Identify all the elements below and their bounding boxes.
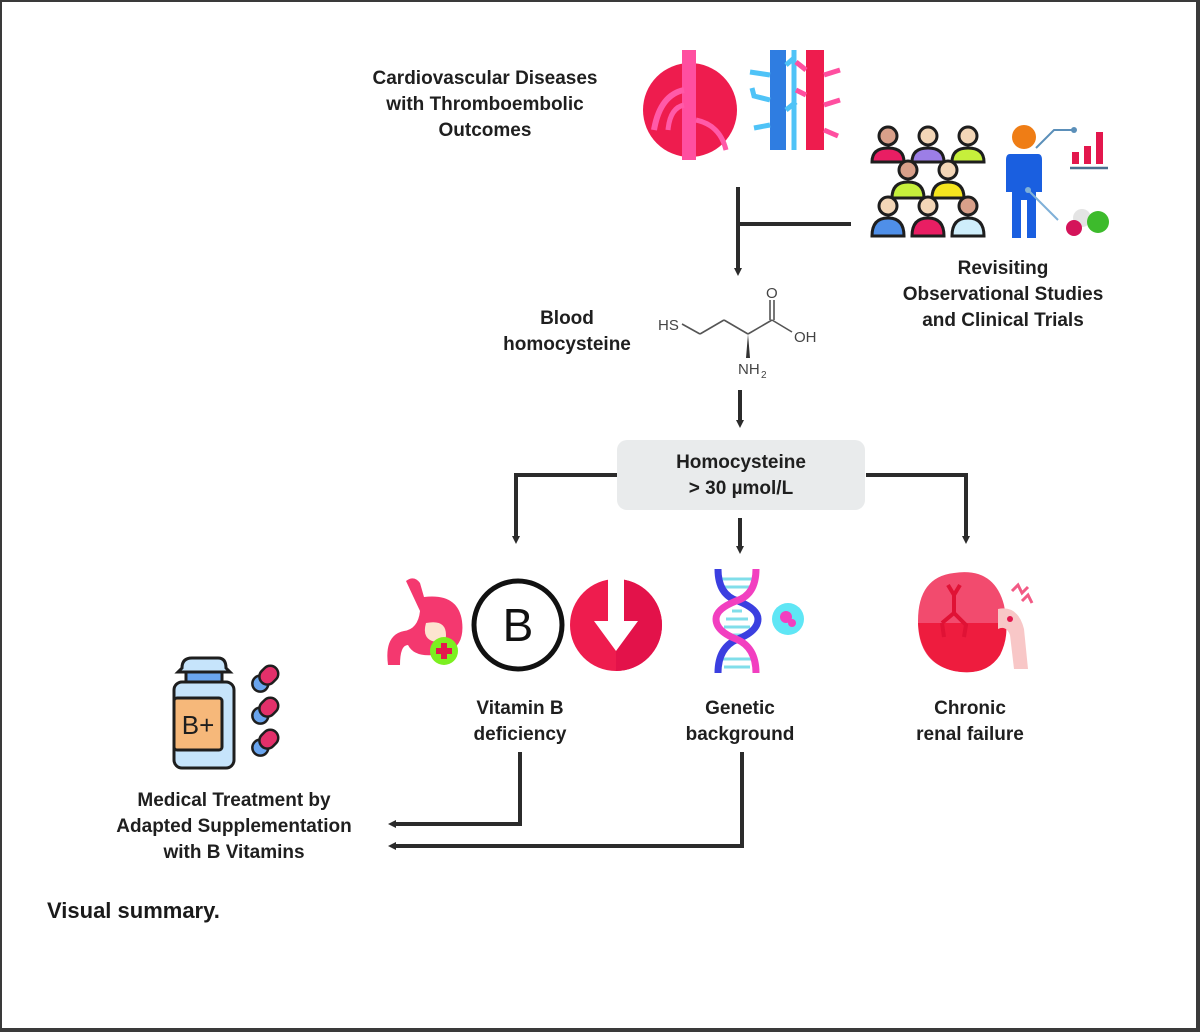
treatment-label-line: Medical Treatment by xyxy=(137,790,331,811)
stomach-icon xyxy=(387,578,463,665)
threshold-label: Homocysteine > 30 µmol/L xyxy=(617,440,865,502)
vitamin-b-label-line: Vitamin B xyxy=(476,698,564,719)
molecule-o-label: O xyxy=(766,285,778,302)
homocysteine-molecule-icon: HS O OH NH 2 xyxy=(658,285,817,381)
threshold-label-line: Homocysteine xyxy=(676,452,806,473)
vitamin-b-letter: B xyxy=(503,599,534,651)
arrow-box-to-vitamin-b xyxy=(512,473,617,544)
blood-homocysteine-label: Blood homocysteine xyxy=(486,306,648,358)
arrow-genetic-to-treatment xyxy=(388,752,744,850)
blood-homocysteine-line: Blood xyxy=(540,308,594,329)
arrow-box-to-renal xyxy=(866,473,970,544)
vitamin-b-label-line: deficiency xyxy=(473,724,567,745)
cvd-label-line: Outcomes xyxy=(438,120,532,141)
treatment-label-line: with B Vitamins xyxy=(163,842,305,863)
people-group-icon xyxy=(870,125,986,238)
veins-arteries-icon xyxy=(749,50,841,150)
figure-caption: Visual summary. xyxy=(47,898,220,923)
studies-label-line: Observational Studies xyxy=(902,284,1104,305)
renal-label-line: renal failure xyxy=(916,724,1024,745)
blood-vessel-circle-icon xyxy=(643,50,737,160)
molecule-sh-label: HS xyxy=(658,317,679,334)
renal-failure-label: Chronic renal failure xyxy=(880,696,1060,748)
cvd-label-line: Cardiovascular Diseases xyxy=(372,68,598,89)
treatment-label: Medical Treatment by Adapted Supplementa… xyxy=(96,788,372,866)
genetic-label-line: Genetic xyxy=(705,698,775,719)
studies-label: Revisiting Observational Studies and Cli… xyxy=(888,256,1118,334)
studies-label-line: and Clinical Trials xyxy=(922,310,1084,331)
blood-homocysteine-line: homocysteine xyxy=(503,334,631,355)
kidney-icon xyxy=(918,572,1034,673)
treatment-label-line: Adapted Supplementation xyxy=(116,816,352,837)
vitamin-b-icon: B xyxy=(471,578,565,672)
cvd-label: Cardiovascular Diseases with Thromboembo… xyxy=(342,66,628,144)
patient-trial-icon xyxy=(1006,125,1109,238)
threshold-box: Homocysteine > 30 µmol/L xyxy=(617,440,865,510)
dna-icon xyxy=(712,568,804,674)
capsules-icon xyxy=(251,664,280,757)
genetic-background-label: Genetic background xyxy=(660,696,820,748)
vitamin-bottle-icon: B+ xyxy=(172,656,236,770)
bottle-label-text: B+ xyxy=(182,710,215,740)
arrow-vitamin-b-to-treatment xyxy=(388,752,522,828)
vitamin-b-deficiency-label: Vitamin B deficiency xyxy=(430,696,610,748)
genetic-label-line: background xyxy=(685,724,795,745)
molecule-oh-label: OH xyxy=(794,329,817,346)
molecule-nh-label: NH xyxy=(738,361,760,378)
decrease-arrow-icon xyxy=(570,575,662,671)
cvd-label-line: with Thromboembolic xyxy=(386,94,584,115)
molecule-subscript-2: 2 xyxy=(761,370,767,381)
renal-label-line: Chronic xyxy=(934,698,1006,719)
studies-label-line: Revisiting xyxy=(957,258,1049,279)
threshold-label-line: > 30 µmol/L xyxy=(688,478,794,499)
